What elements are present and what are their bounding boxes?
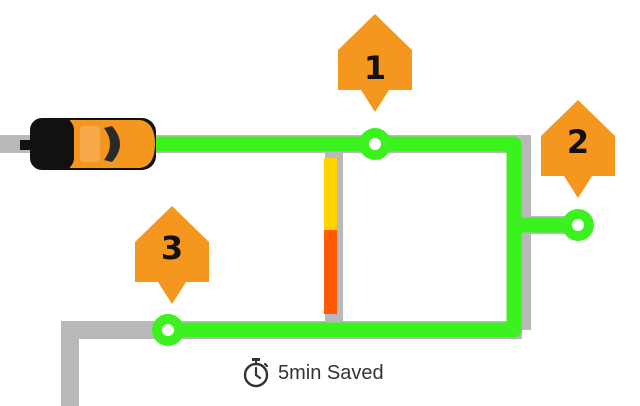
traffic-bar-yellow: [324, 158, 337, 230]
pin-3-label: 3: [161, 229, 183, 267]
road-top: [0, 135, 531, 330]
pin-2-label: 2: [567, 123, 589, 161]
stop-marker-3: [152, 314, 184, 346]
time-saved-text: 5min Saved: [278, 361, 384, 384]
car-icon: [20, 118, 156, 170]
pin-3: 3: [135, 206, 209, 304]
route-path: [142, 136, 586, 338]
stop-marker-2: [562, 209, 594, 241]
stop-marker-1: [359, 128, 391, 160]
pin-1-label: 1: [364, 49, 386, 87]
traffic-bar-red: [324, 230, 337, 314]
stopwatch-icon: [243, 358, 269, 388]
time-saved-caption: 5min Saved: [242, 356, 384, 390]
pin-1: 1: [338, 14, 412, 112]
pin-2: 2: [541, 100, 615, 198]
